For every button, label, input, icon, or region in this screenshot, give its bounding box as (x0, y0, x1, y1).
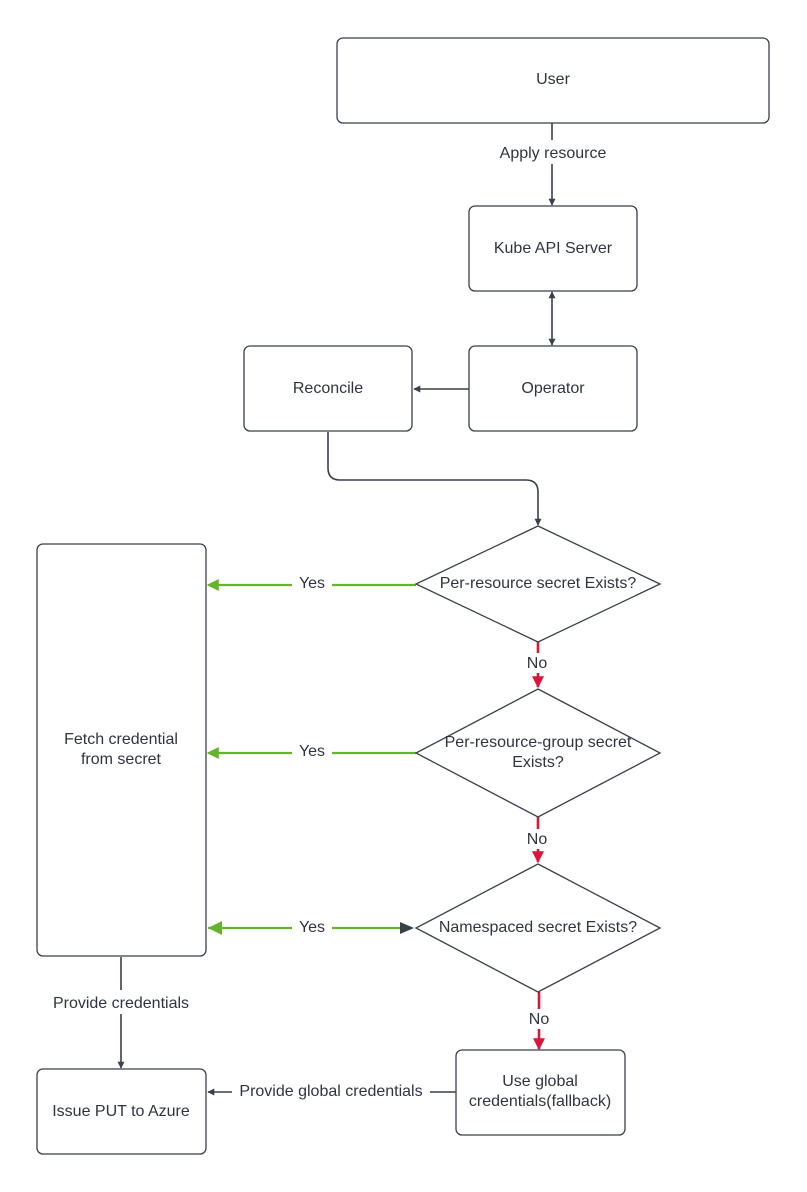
node-user-label: User (536, 71, 570, 88)
node-kube-api-server: Kube API Server (468, 205, 638, 292)
decision-per-resource-secret-label: Per-resource secret Exists? (440, 575, 637, 592)
node-operator-label: Operator (521, 380, 585, 397)
node-use-global-credentials-label-line-2: credentials(fallback) (469, 1093, 611, 1110)
node-kube-api-server-label: Kube API Server (494, 240, 613, 257)
node-issue-put: Issue PUT to Azure (36, 1068, 207, 1155)
edge-label-yes-1: Yes (299, 575, 325, 592)
node-use-global-credentials: Use global credentials(fallback) (455, 1049, 626, 1136)
node-operator: Operator (468, 345, 638, 432)
edge-label-provide-credentials: Provide credentials (53, 995, 189, 1012)
decision-namespaced-secret-label: Namespaced secret Exists? (439, 919, 637, 936)
decision-per-resource-group-secret: Per-resource-group secret Exists? (414, 688, 662, 818)
node-reconcile: Reconcile (243, 345, 413, 432)
decision-namespaced-secret: Namespaced secret Exists? (414, 863, 662, 993)
edge-label-yes-3: Yes (299, 919, 325, 936)
edge-label-no-1: No (527, 655, 548, 672)
edge-label-apply-resource: Apply resource (500, 145, 607, 162)
edge-reconcile-to-decision (327, 432, 542, 526)
edge-label-yes-2: Yes (299, 743, 325, 760)
node-reconcile-label: Reconcile (293, 380, 363, 397)
decision-per-resource-group-secret-label-line-1: Per-resource-group secret (445, 734, 632, 751)
edge-label-provide-global-credentials: Provide global credentials (239, 1083, 422, 1100)
node-fetch-credential-label-line-1: Fetch credential (64, 731, 178, 748)
node-user: User (336, 37, 770, 124)
edge-label-no-3: No (529, 1011, 550, 1028)
edge-label-no-2: No (527, 831, 548, 848)
node-fetch-credential: Fetch credential from secret (36, 543, 207, 957)
decision-per-resource-group-secret-label-line-2: Exists? (512, 754, 564, 771)
node-use-global-credentials-label-line-1: Use global (502, 1073, 578, 1090)
node-issue-put-label: Issue PUT to Azure (52, 1103, 190, 1120)
node-fetch-credential-label-line-2: from secret (81, 751, 162, 768)
decision-per-resource-secret: Per-resource secret Exists? (414, 525, 662, 643)
